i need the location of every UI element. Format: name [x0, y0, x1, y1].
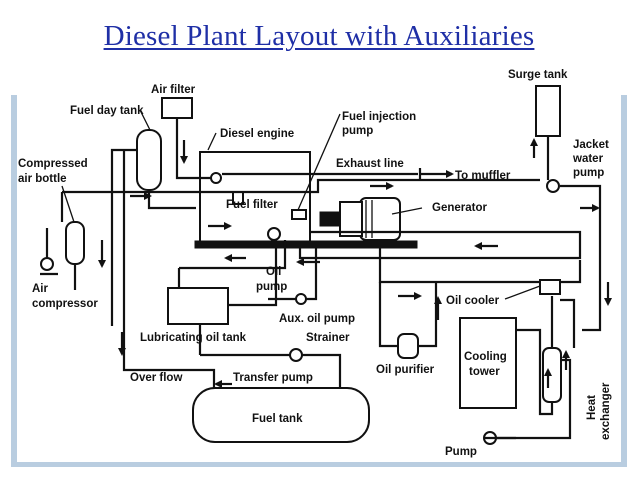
- fuel-injection-pump: [291, 209, 307, 220]
- air-compressor: [40, 228, 58, 276]
- label-to-muffler: To muffler: [455, 170, 511, 182]
- lubricating-oil-tank: [167, 287, 229, 325]
- label-heat-exchanger-2: exchanger: [600, 382, 612, 440]
- aux-oil-pump: [295, 293, 307, 305]
- slide-title: Diesel Plant Layout with Auxiliaries: [103, 20, 535, 52]
- label-compressed-air-bottle-1: Compressed: [18, 158, 88, 170]
- label-strainer: Strainer: [306, 332, 350, 344]
- slide-border-bottom: [11, 462, 627, 467]
- label-aux-oil-pump: Aux. oil pump: [279, 313, 355, 325]
- oil-pump: [267, 227, 281, 241]
- label-pump: Pump: [445, 446, 477, 458]
- label-air-compressor-1: Air: [32, 283, 49, 295]
- engine-base-plate: [194, 240, 418, 249]
- label-fuel-injection-pump-1: Fuel injection: [342, 111, 416, 123]
- jacket-water-pump: [546, 179, 560, 193]
- label-exhaust-line: Exhaust line: [336, 158, 404, 170]
- air-filter: [161, 97, 193, 119]
- label-air-filter: Air filter: [151, 84, 196, 96]
- label-fuel-tank: Fuel tank: [252, 413, 303, 425]
- engine-inlet: [210, 172, 222, 184]
- label-diesel-engine: Diesel engine: [220, 128, 294, 140]
- diesel-engine: [199, 151, 311, 243]
- fuel-day-tank: [136, 129, 162, 191]
- flow-arrows: [98, 138, 612, 388]
- label-generator: Generator: [432, 202, 487, 214]
- label-fuel-filter: Fuel filter: [226, 199, 278, 211]
- label-transfer-pump: Transfer pump: [233, 372, 313, 384]
- label-cooling-tower-2: tower: [469, 366, 500, 378]
- label-oil-pump-2: pump: [256, 281, 287, 293]
- label-fuel-day-tank: Fuel day tank: [70, 105, 144, 117]
- leader-lines: [61, 109, 541, 300]
- slide-border-left: [11, 95, 17, 467]
- label-fuel-injection-pump-2: pump: [342, 125, 373, 137]
- label-over-flow: Over flow: [130, 372, 182, 384]
- generator: [319, 197, 401, 241]
- label-compressed-air-bottle-2: air bottle: [18, 173, 67, 185]
- transfer-pump: [289, 348, 303, 362]
- fuel-tank: [192, 387, 370, 443]
- oil-purifier: [397, 333, 419, 359]
- compressed-air-bottle: [65, 221, 85, 265]
- label-jacket-water-pump-2: water: [572, 153, 604, 165]
- label-lubricating-oil-tank: Lubricating oil tank: [140, 332, 247, 344]
- oil-cooler: [539, 279, 561, 295]
- cooling-tower: [459, 317, 517, 409]
- heat-exchanger: [542, 347, 562, 403]
- label-heat-exchanger-1: Heat: [586, 395, 598, 420]
- surge-tank: [535, 85, 561, 137]
- label-air-compressor-2: compressor: [32, 298, 98, 310]
- label-jacket-water-pump-1: Jacket: [573, 139, 609, 151]
- label-surge-tank: Surge tank: [508, 69, 568, 81]
- slide-border-right: [621, 95, 627, 467]
- label-cooling-tower-1: Cooling: [464, 351, 507, 363]
- label-oil-pump-1: Oil: [266, 266, 281, 278]
- label-oil-purifier: Oil purifier: [376, 364, 435, 376]
- label-jacket-water-pump-3: pump: [573, 167, 604, 179]
- label-oil-cooler: Oil cooler: [446, 295, 500, 307]
